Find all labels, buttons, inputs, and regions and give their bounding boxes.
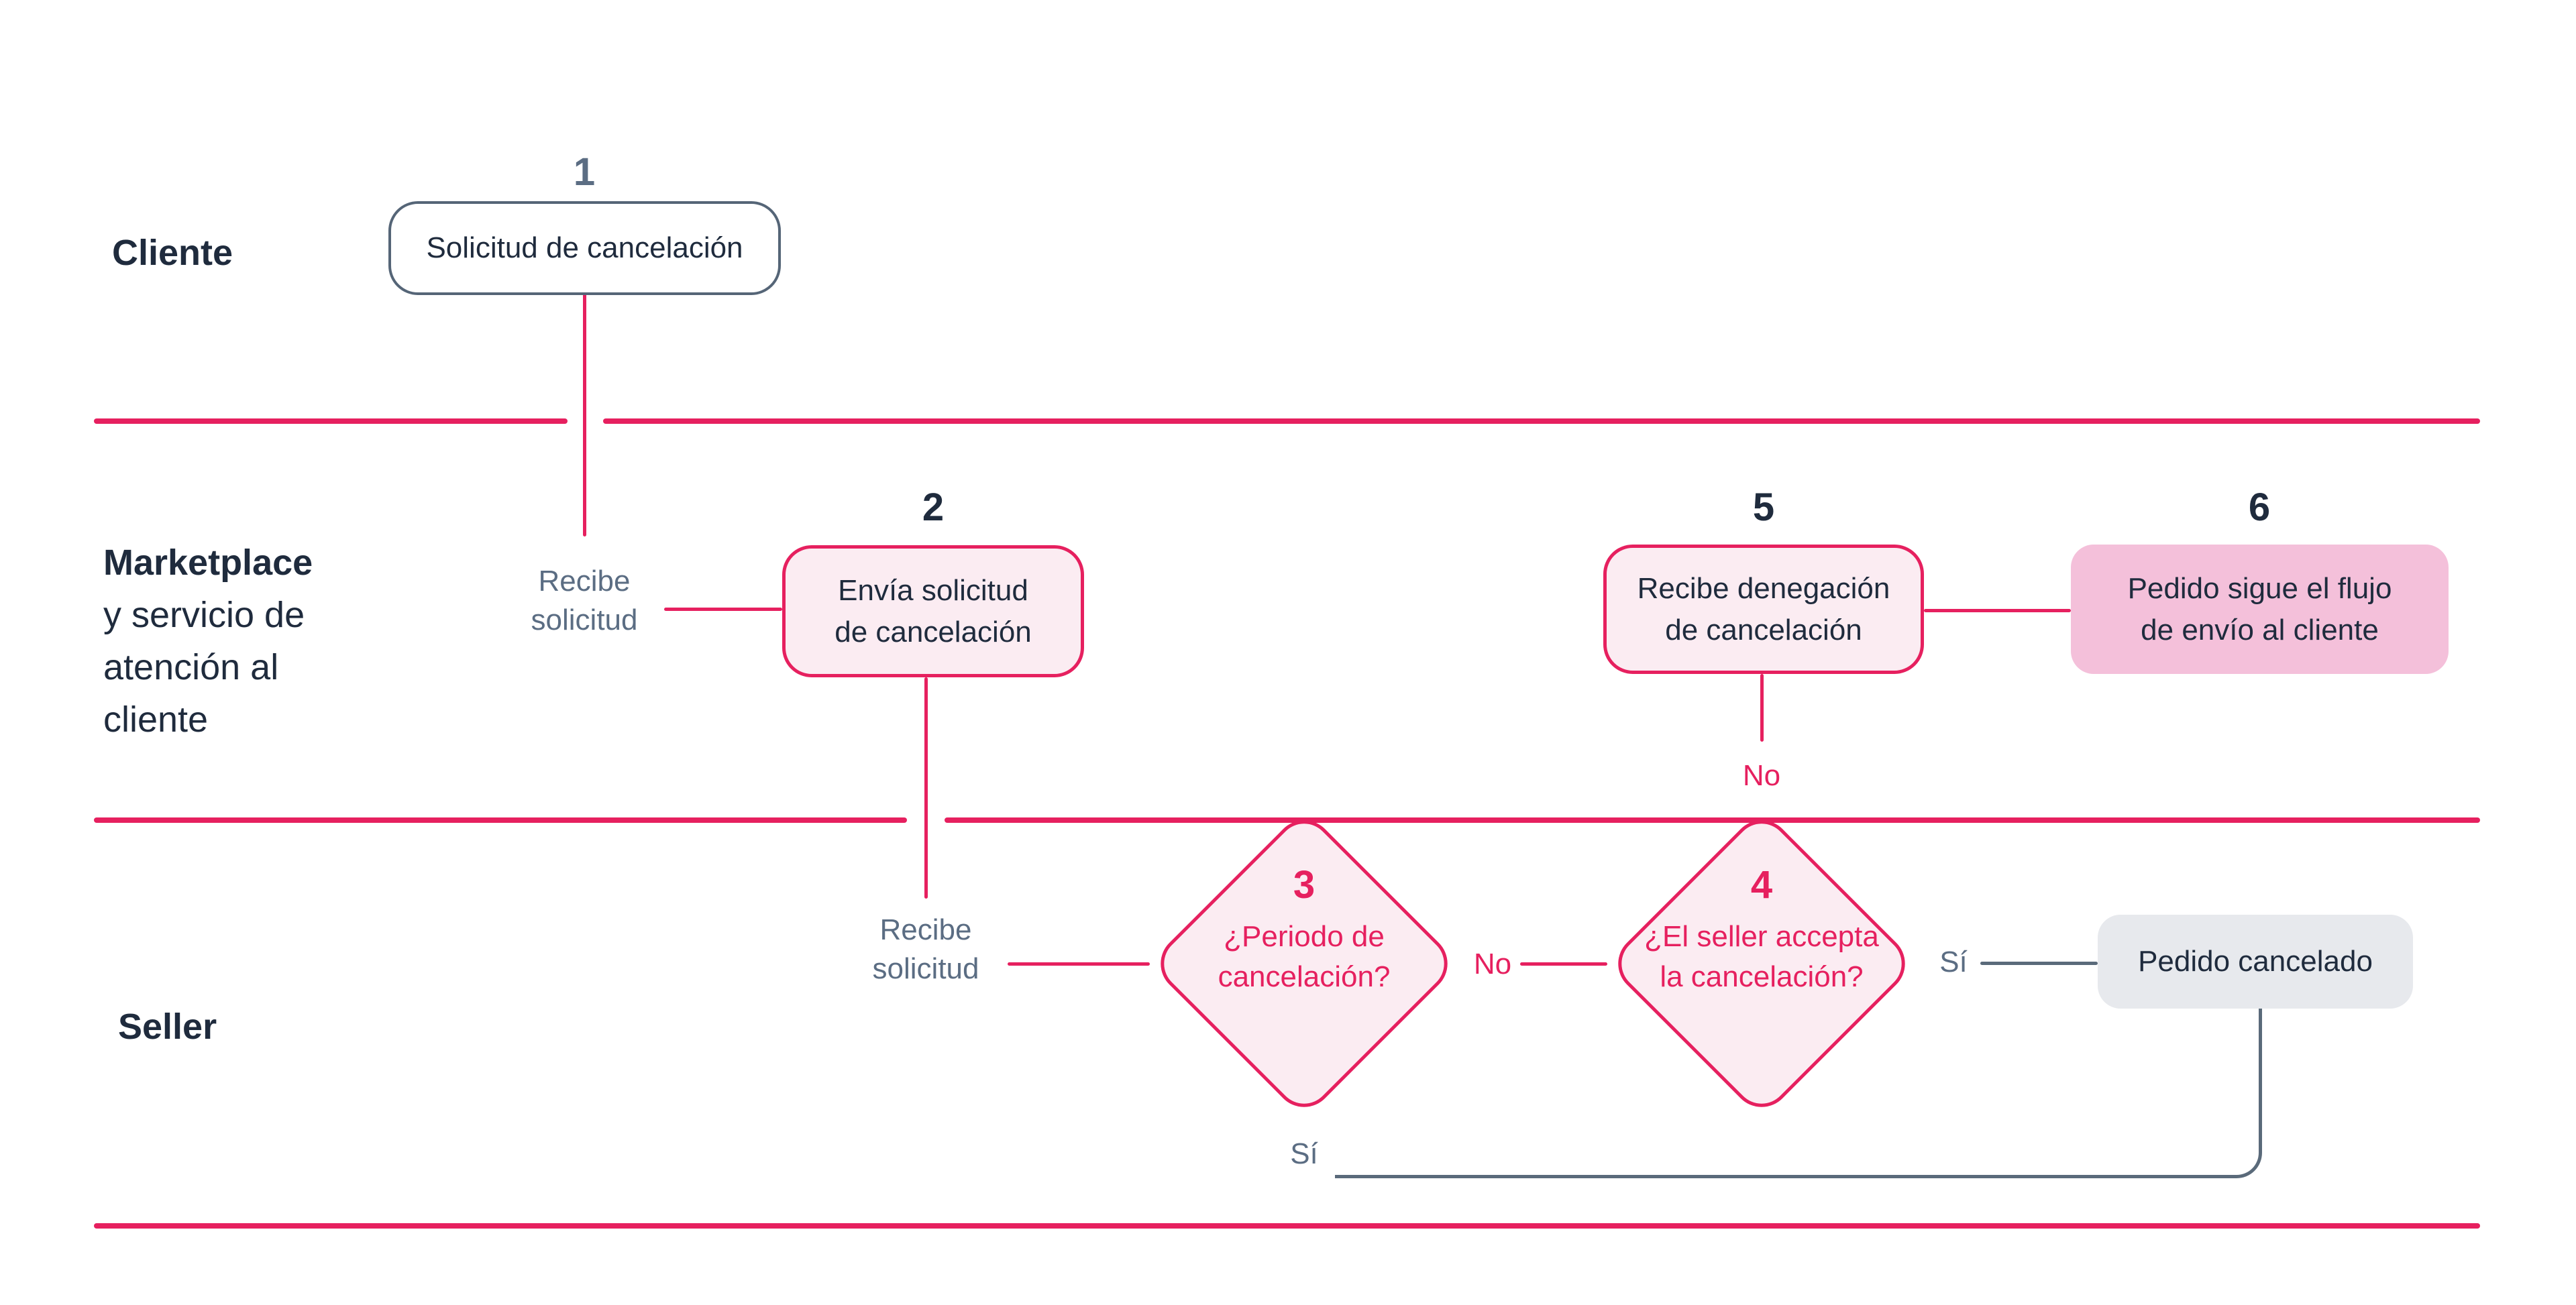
- edge-label-no-1: No: [1473, 948, 1512, 980]
- step-number-6: 6: [2248, 486, 2271, 529]
- node-pedido-cancelado: Pedido cancelado: [2098, 915, 2413, 1009]
- node-envia-solicitud: Envía solicitud de cancelación: [782, 545, 1084, 677]
- step-number-5: 5: [1752, 486, 1775, 529]
- connector-si-box7: [1980, 962, 2098, 965]
- step-number-2: 2: [922, 486, 945, 529]
- connector-box2-down: [924, 677, 928, 899]
- edge-label-si-2: Sí: [1290, 1137, 1318, 1170]
- edge-label-si-1: Sí: [1939, 946, 1968, 978]
- connector-recibe2-d3: [1008, 962, 1150, 966]
- step-number-4: 4: [1750, 863, 1773, 907]
- node-recibe-denegacion: Recibe denegación de cancelación: [1603, 545, 1924, 674]
- edge-label-recibe-solicitud-2: Recibe solicitud: [872, 913, 979, 985]
- lane-divider-2-left: [94, 817, 907, 823]
- step-number-3: 3: [1293, 863, 1316, 907]
- decision-periodo-cancelacion-label: 3 ¿Periodo de cancelación?: [1218, 863, 1391, 993]
- lane-divider-3: [94, 1223, 2480, 1229]
- lane-label-seller: Seller: [118, 1007, 217, 1047]
- connector-box5-box6: [1924, 609, 2071, 612]
- connector-box5-down-no: [1760, 674, 1764, 742]
- lane-label-marketplace: Marketplace y servicio de atención al cl…: [103, 543, 313, 740]
- connector-recibe1-box2: [664, 608, 782, 611]
- edge-label-no-2: No: [1742, 759, 1781, 792]
- connector-no-d4: [1520, 962, 1607, 966]
- lane-divider-1-left: [94, 418, 568, 424]
- step-number-1: 1: [573, 150, 596, 194]
- node-pedido-sigue-flujo: Pedido sigue el flujo de envío al client…: [2071, 545, 2449, 674]
- node-solicitud-cancelacion: Solicitud de cancelación: [388, 201, 781, 295]
- connector-si-return-path: [1335, 1009, 2262, 1178]
- lane-label-cliente: Cliente: [112, 233, 233, 273]
- lane-divider-2-right: [945, 817, 2480, 823]
- decision-seller-acepta-label: 4 ¿El seller accepta la cancelación?: [1644, 863, 1879, 993]
- lane-divider-1-right: [603, 418, 2480, 424]
- connector-box1-down: [583, 294, 586, 536]
- edge-label-recibe-solicitud-1: Recibe solicitud: [531, 565, 638, 636]
